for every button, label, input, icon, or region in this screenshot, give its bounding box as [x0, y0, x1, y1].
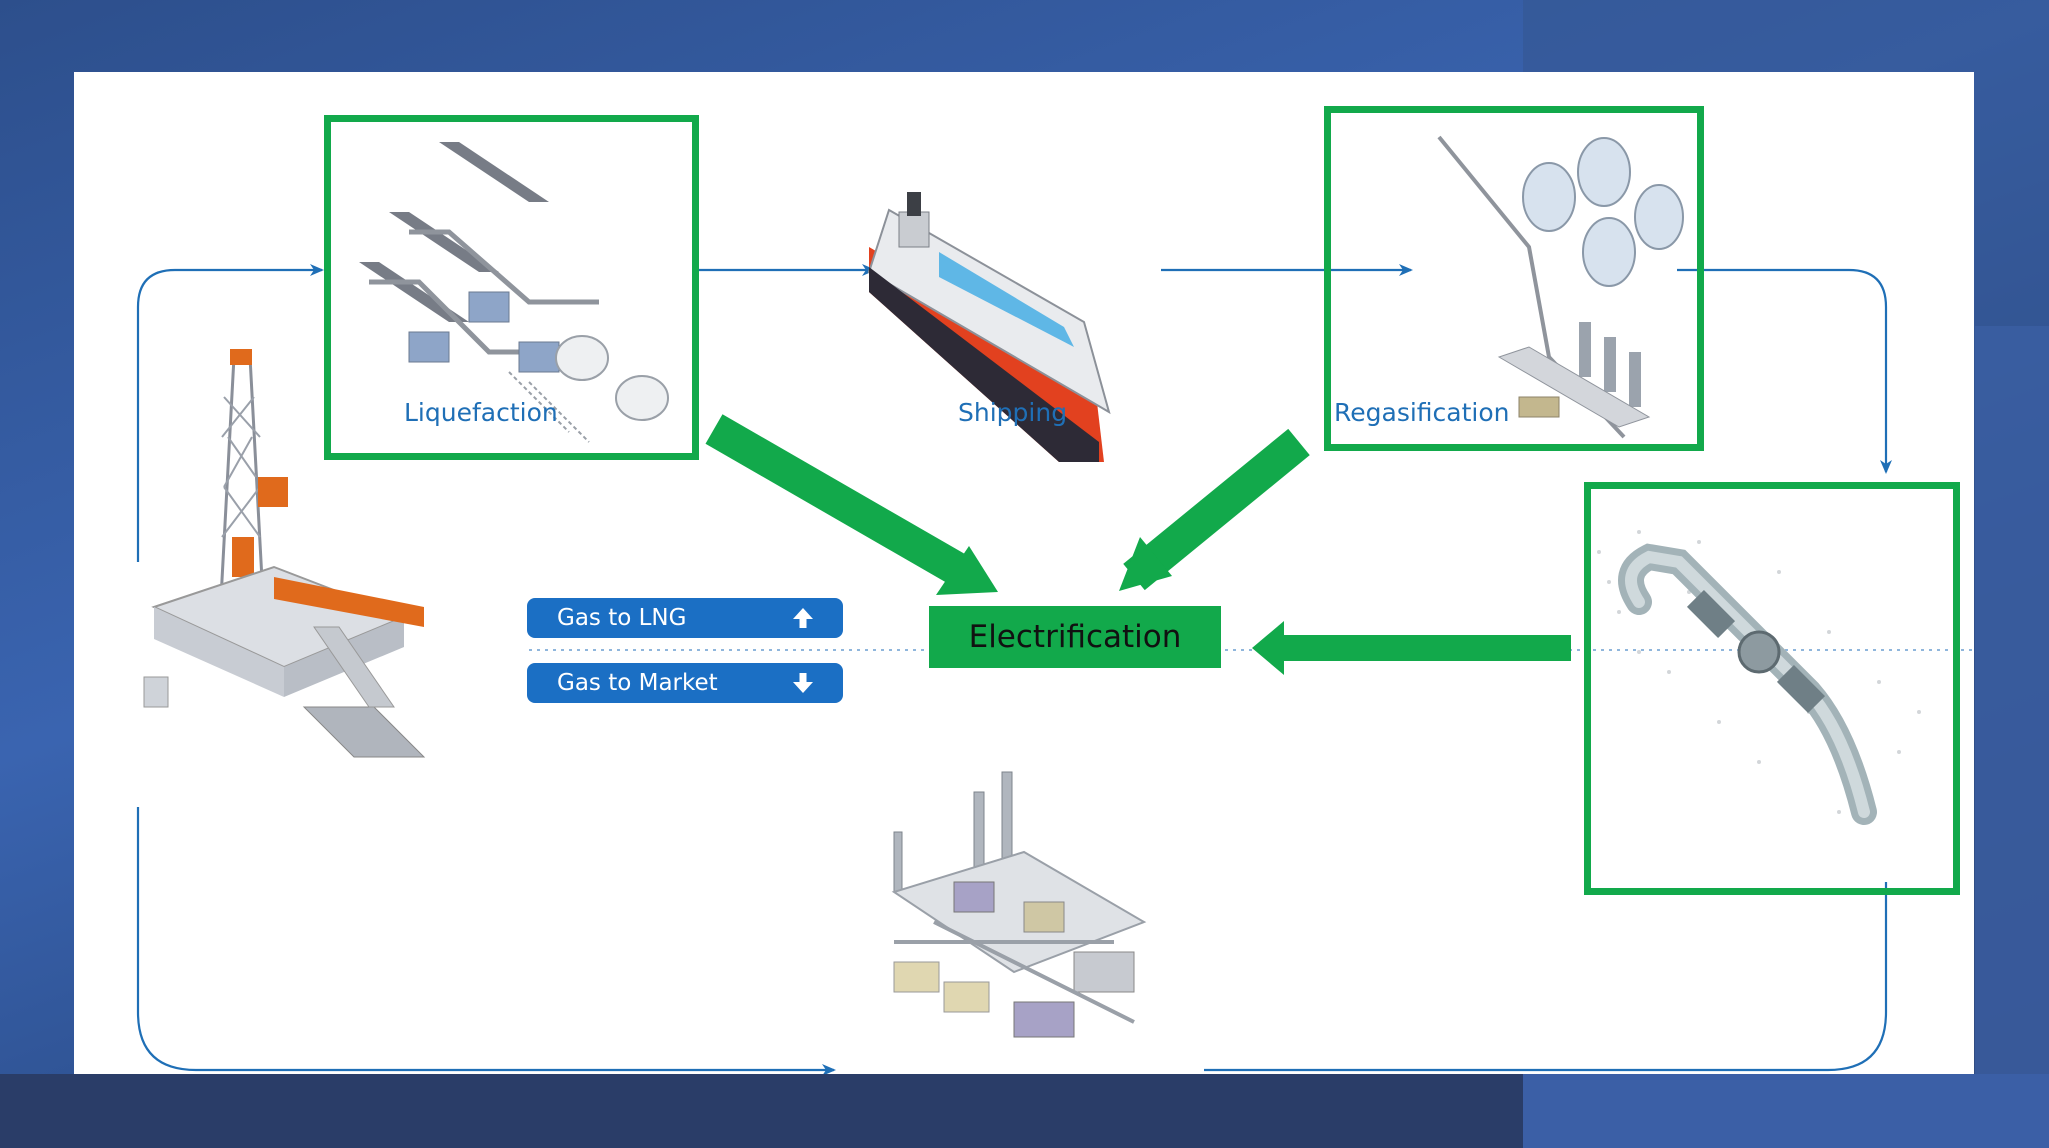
- pipeline-highlight: [1584, 482, 1960, 895]
- liquefaction-highlight: [324, 115, 699, 460]
- flow-line-bottom-right: [1204, 882, 1888, 1072]
- arrow-down-icon: [793, 673, 813, 693]
- flow-diagram: [136, 135, 1974, 1074]
- gas-to-lng-button[interactable]: Gas to LNG: [527, 598, 843, 638]
- arrow-up-icon: [793, 608, 813, 628]
- liquefaction-plant-icon: [359, 142, 669, 443]
- background-strip: [0, 1074, 1523, 1148]
- gas-to-lng-label: Gas to LNG: [557, 605, 687, 631]
- electrification-label: Electrification: [929, 606, 1221, 668]
- drilling-rig-icon: [143, 349, 426, 758]
- regasification-terminal-icon: [1437, 135, 1684, 439]
- pipeline-icon: [1597, 530, 1921, 825]
- diagram-canvas: Liquefaction Shipping Regasification Gas…: [74, 72, 1974, 1074]
- flow-line-bottom-left: [136, 807, 836, 1074]
- background-panel: [1975, 326, 2049, 1148]
- background-strip: [1523, 1074, 2049, 1148]
- regasification-highlight: [1324, 106, 1704, 451]
- green-arrow-from-liquefaction: [705, 414, 998, 595]
- stage-label-liquefaction: Liquefaction: [404, 398, 558, 427]
- gas-to-market-button[interactable]: Gas to Market: [527, 663, 843, 703]
- green-arrow-from-pipeline: [1252, 621, 1571, 675]
- gas-processing-plant-icon: [891, 771, 1147, 1038]
- lng-tanker-icon: [867, 192, 1111, 462]
- gas-to-market-label: Gas to Market: [557, 670, 718, 696]
- green-arrow-from-regasification: [1119, 428, 1310, 591]
- stage-label-regasification: Regasification: [1334, 398, 1510, 427]
- stage-label-shipping: Shipping: [958, 398, 1068, 427]
- flow-arrow-rig-to-liquefaction: [136, 264, 324, 562]
- flow-arrow-regas-to-pipeline: [1677, 268, 1892, 474]
